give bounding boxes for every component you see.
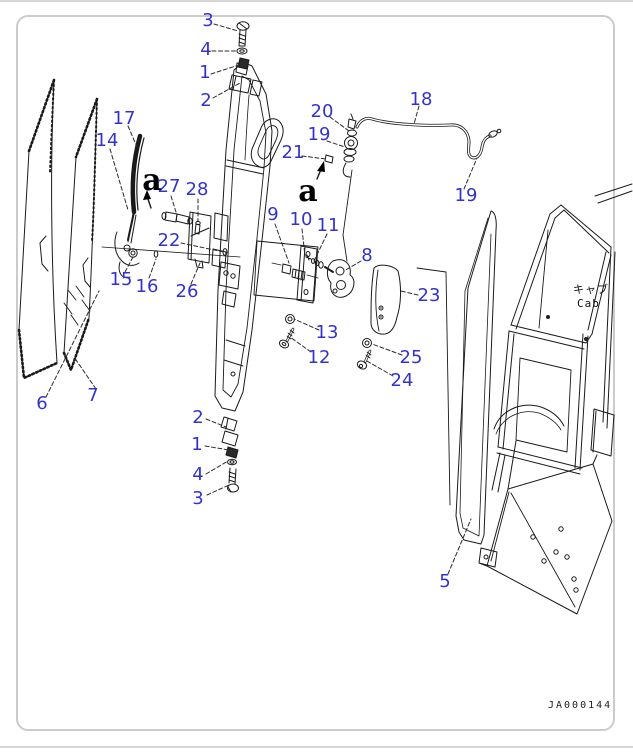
part-label-11[interactable]: 11	[316, 215, 340, 236]
bottom-fastener-stack	[220, 416, 239, 493]
page-edge-bottom	[0, 746, 633, 748]
part-label-28[interactable]: 28	[185, 179, 209, 200]
part-label-3[interactable]: 3	[202, 10, 214, 31]
part-label-8[interactable]: 8	[361, 245, 373, 266]
drawing-number: JA000144	[548, 700, 613, 711]
part-label-1[interactable]: 1	[191, 434, 203, 455]
part-label-7[interactable]: 7	[87, 385, 99, 406]
part-label-10[interactable]: 10	[289, 209, 313, 230]
cab-label-japanese: キャブ	[573, 283, 609, 296]
fastener-27-28	[161, 211, 201, 235]
part-label-12[interactable]: 12	[307, 347, 331, 368]
part-label-1[interactable]: 1	[199, 62, 211, 83]
bolt-24-washer-25	[356, 338, 372, 370]
part-label-16[interactable]: 16	[135, 276, 159, 297]
glass-panel-7	[62, 97, 99, 372]
part-label-23[interactable]: 23	[417, 285, 441, 306]
part-label-13[interactable]: 13	[315, 322, 339, 343]
window-frame	[211, 61, 273, 412]
cover-23	[370, 264, 401, 335]
ref-arrows	[143, 161, 325, 209]
top-fastener-stack	[228, 21, 263, 97]
part-label-21[interactable]: 21	[281, 142, 305, 163]
part-label-4[interactable]: 4	[200, 39, 212, 60]
part-label-27[interactable]: 27	[157, 176, 181, 197]
part-label-3[interactable]: 3	[192, 488, 204, 509]
part-label-18[interactable]: 18	[409, 89, 433, 110]
leader-lines	[45, 23, 478, 575]
part-label-15[interactable]: 15	[109, 269, 133, 290]
part-label-5[interactable]: 5	[439, 571, 451, 592]
drawing-sheet-border	[16, 15, 615, 731]
glass-panel-5	[455, 210, 497, 545]
wiper-motor-8	[305, 254, 355, 298]
glass-panel-6	[17, 78, 91, 380]
part-label-19[interactable]: 19	[454, 185, 478, 206]
part-label-26[interactable]: 26	[175, 281, 199, 302]
frame-handle	[250, 118, 284, 168]
washer-tube-18	[355, 116, 502, 160]
bolt-12-washer-13	[278, 314, 295, 349]
page-edge-top	[0, 0, 633, 2]
part-label-22[interactable]: 22	[157, 230, 181, 251]
part-label-25[interactable]: 25	[399, 347, 423, 368]
wiper-arm-14	[101, 213, 241, 279]
cab-label-english: Cab	[577, 297, 600, 310]
linkage-9-10-11	[253, 240, 319, 304]
part-label-9[interactable]: 9	[267, 204, 279, 225]
cab-structure	[416, 183, 633, 615]
part-label-14[interactable]: 14	[95, 130, 119, 151]
part-label-6[interactable]: 6	[36, 393, 48, 414]
ref-marker-a: a	[298, 174, 318, 209]
part-label-20[interactable]: 20	[310, 101, 334, 122]
part-label-2[interactable]: 2	[200, 90, 212, 111]
ref-marker-a: a	[142, 163, 162, 198]
part-label-2[interactable]: 2	[192, 407, 204, 428]
bracket-26	[187, 211, 212, 269]
part-label-17[interactable]: 17	[112, 108, 136, 129]
part-label-4[interactable]: 4	[192, 464, 204, 485]
part-label-24[interactable]: 24	[390, 370, 414, 391]
part-label-19[interactable]: 19	[307, 124, 331, 145]
